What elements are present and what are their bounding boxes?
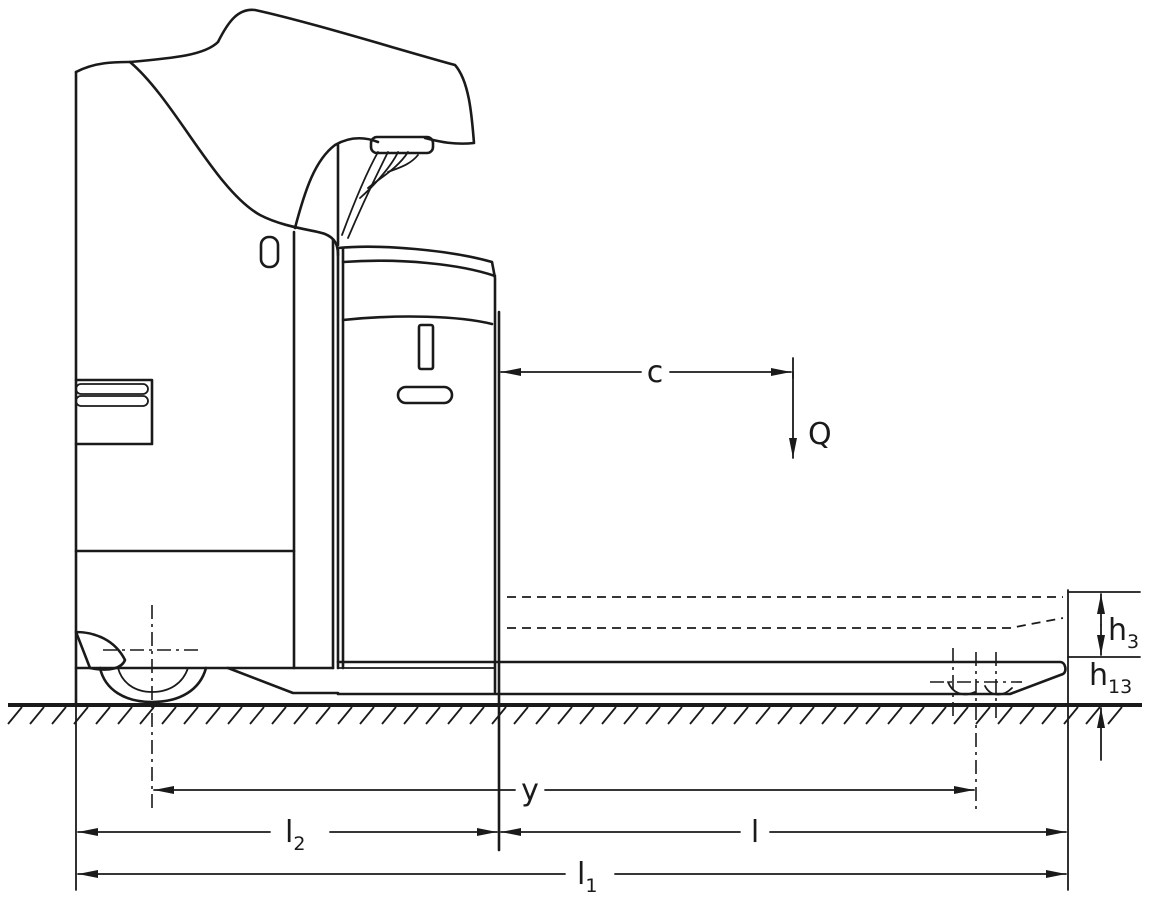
ground-hatch-stroke xyxy=(7,706,23,725)
ground-hatch-stroke xyxy=(359,706,375,725)
label-y: y xyxy=(521,773,539,808)
svg-text:l2: l2 xyxy=(285,815,305,855)
ground-hatch-stroke xyxy=(623,706,639,725)
label-h13-main: h xyxy=(1089,658,1108,693)
ground-hatch-stroke xyxy=(183,706,199,725)
svg-text:h3: h3 xyxy=(1108,613,1139,653)
label-l2-sub: 2 xyxy=(293,833,305,855)
label-l: l xyxy=(751,815,759,850)
ground-hatch-stroke xyxy=(843,706,859,725)
load-q-arrow: Q xyxy=(789,371,832,459)
ground-hatch-stroke xyxy=(821,706,837,725)
label-h3-main: h xyxy=(1108,613,1127,648)
ground-hatch-stroke xyxy=(117,706,133,725)
ground-hatch-stroke xyxy=(469,706,485,725)
fork-lowered xyxy=(336,660,1067,696)
ground-hatch-stroke xyxy=(337,706,353,725)
ground-hatch-stroke xyxy=(1019,706,1035,725)
ground-hatch-stroke xyxy=(513,706,529,725)
ground-hatch-stroke xyxy=(403,706,419,725)
ground-hatch-stroke xyxy=(689,706,705,725)
dimension-y: y xyxy=(153,773,975,808)
ground-hatch-stroke xyxy=(95,706,111,725)
ground-hatch-stroke xyxy=(711,706,727,725)
svg-text:l1: l1 xyxy=(577,857,597,897)
dimension-h3: h3 xyxy=(1097,593,1139,656)
ground-hatch-stroke xyxy=(557,706,573,725)
ground-hatch-stroke xyxy=(601,706,617,725)
ground-hatch-stroke xyxy=(909,706,925,725)
drive-unit-housing xyxy=(74,8,476,707)
ground-hatch-stroke xyxy=(425,706,441,725)
ground-hatch-stroke xyxy=(139,706,155,725)
dimension-extension-lines xyxy=(75,357,1141,891)
ground-hatch-stroke xyxy=(1085,706,1101,725)
ground-hatch-stroke xyxy=(271,706,287,725)
ground-hatch-stroke xyxy=(381,706,397,725)
ground-hatch-stroke xyxy=(535,706,551,725)
ground-hatch-stroke xyxy=(293,706,309,725)
ground-hatch-stroke xyxy=(315,706,331,725)
label-l1-main: l xyxy=(577,857,585,892)
battery-compartment xyxy=(336,245,497,694)
svg-text:h13: h13 xyxy=(1089,658,1132,698)
dimension-c: c xyxy=(500,355,792,390)
ground-hatch-stroke xyxy=(29,706,45,725)
ground-hatch-stroke xyxy=(953,706,969,725)
dimension-h13: h13 xyxy=(1089,658,1132,761)
ground-hatch-stroke xyxy=(931,706,947,725)
ground-hatch-stroke xyxy=(249,706,265,725)
label-h3-sub: 3 xyxy=(1127,631,1139,653)
label-l2-main: l xyxy=(285,815,293,850)
ground-hatch-stroke xyxy=(161,706,177,725)
ground-hatch-stroke xyxy=(491,706,507,725)
ground-hatch-stroke xyxy=(205,706,221,725)
ground-hatch-stroke xyxy=(975,706,991,725)
drive-wheel-centerlines xyxy=(103,605,202,810)
ground-hatch-stroke xyxy=(645,706,661,725)
label-l1-sub: 1 xyxy=(585,875,597,897)
ground-hatch-stroke xyxy=(667,706,683,725)
ground-hatching xyxy=(7,706,1123,725)
ground-hatch-stroke xyxy=(1041,706,1057,725)
ground-hatch-stroke xyxy=(755,706,771,725)
label-c: c xyxy=(647,355,664,390)
ground-hatch-stroke xyxy=(733,706,749,725)
dimension-l2: l2 xyxy=(77,815,498,855)
ground-hatch-stroke xyxy=(51,706,67,725)
ground-hatch-stroke xyxy=(447,706,463,725)
ground-hatch-stroke xyxy=(227,706,243,725)
ground-hatch-stroke xyxy=(777,706,793,725)
ground-hatch-stroke xyxy=(1107,706,1123,725)
load-wheels xyxy=(930,648,1022,810)
ground-hatch-stroke xyxy=(799,706,815,725)
tiller-handle xyxy=(341,135,435,239)
ground-hatch-stroke xyxy=(997,706,1013,725)
fork-raised-outline xyxy=(507,596,1064,629)
dimension-l: l xyxy=(500,815,1067,850)
ground-hatch-stroke xyxy=(579,706,595,725)
ground-hatch-stroke xyxy=(865,706,881,725)
label-h13-sub: 13 xyxy=(1108,676,1132,698)
dimension-l1: l1 xyxy=(77,857,1067,897)
drive-wheel xyxy=(98,666,208,704)
ground-hatch-stroke xyxy=(887,706,903,725)
ground-hatch-stroke xyxy=(1063,706,1079,725)
label-q: Q xyxy=(808,417,832,452)
